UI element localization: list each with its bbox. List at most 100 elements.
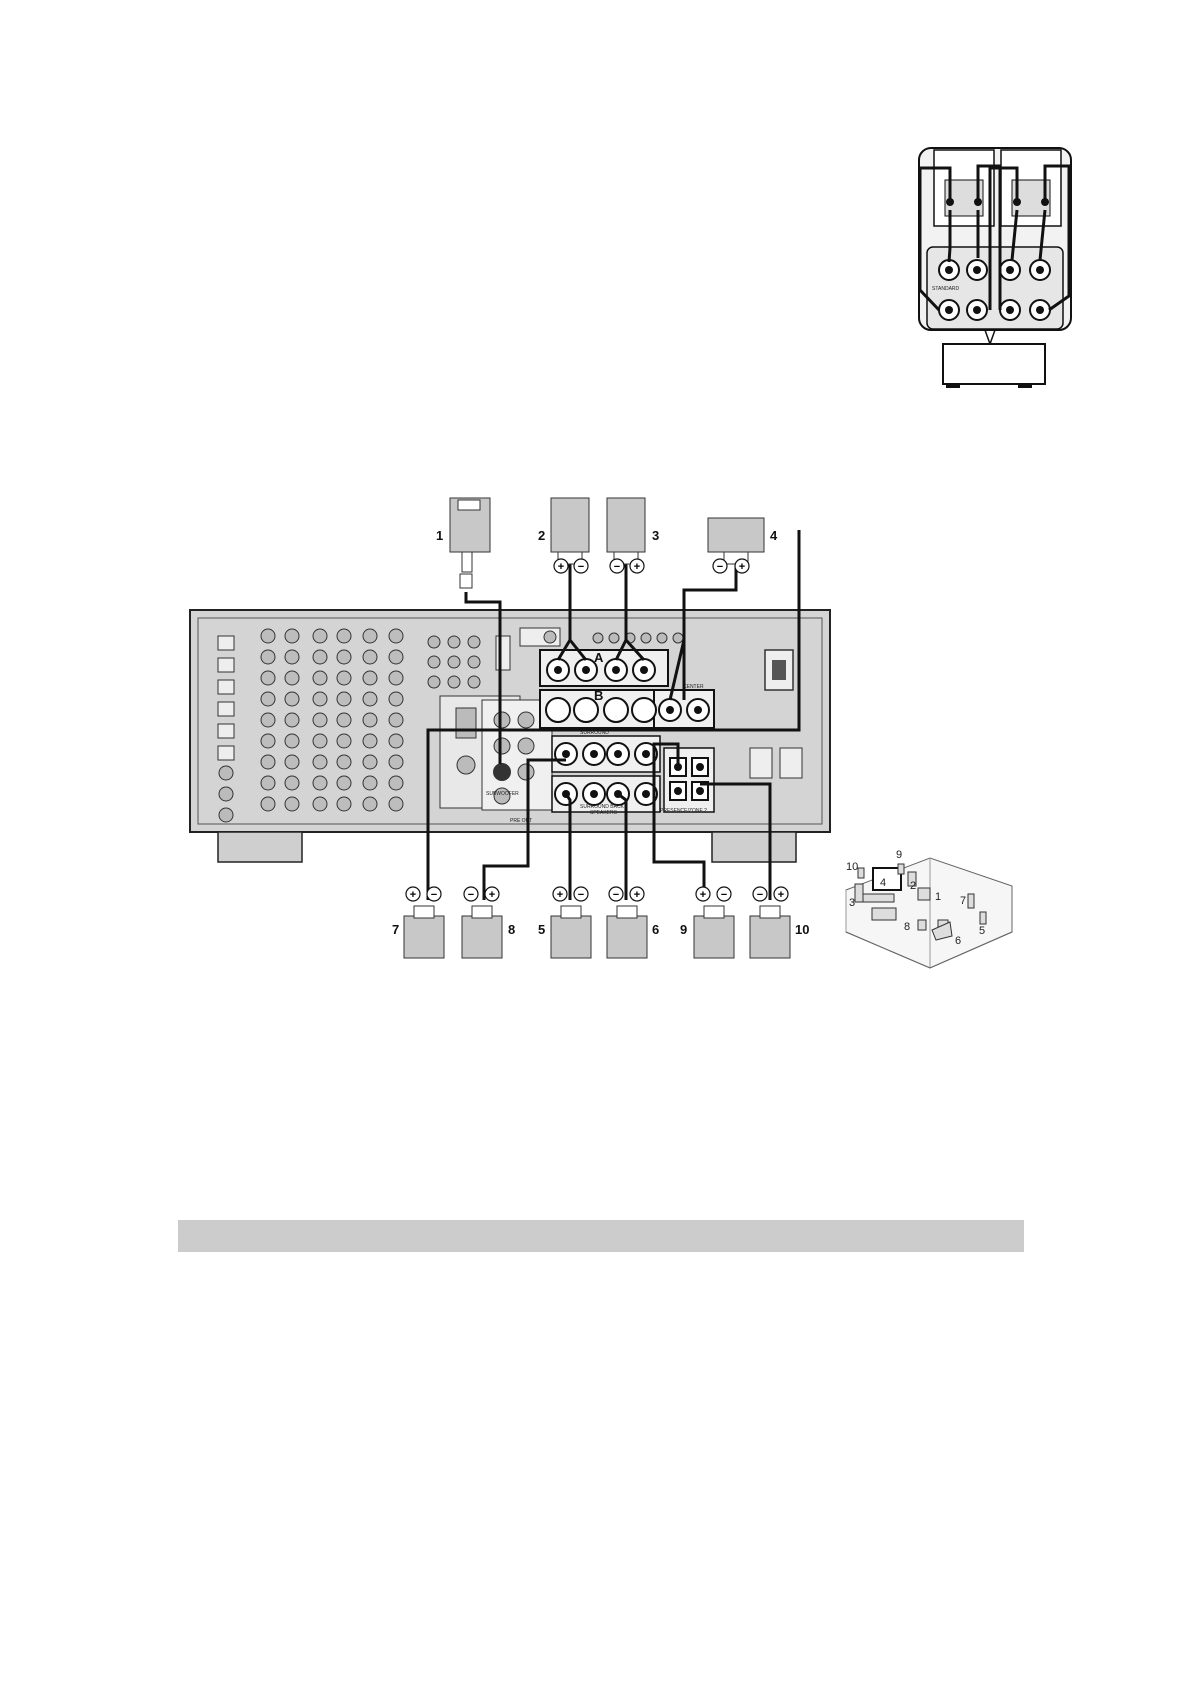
speaker-2: 2 — [538, 497, 590, 565]
polarity-minus: − — [717, 561, 723, 573]
polarity-minus: − — [757, 889, 763, 901]
front-b-label: B — [594, 688, 603, 703]
rca-jack — [312, 712, 328, 728]
polarity-circle — [695, 886, 711, 902]
rca-jack — [312, 796, 328, 812]
rca-jack — [260, 670, 276, 686]
polarity-minus: − — [468, 889, 474, 901]
standard-label: STANDARD — [932, 286, 960, 292]
polarity-circle — [752, 886, 768, 902]
rca-jack — [260, 712, 276, 728]
polarity-markers: +−−+−++−−++−−++−−+ — [405, 558, 789, 902]
rca-jack — [284, 754, 300, 770]
polarity-minus: − — [578, 889, 584, 901]
rca-jack — [362, 796, 378, 812]
room-4: 4 — [880, 877, 886, 889]
surround-label: SURROUND — [580, 730, 609, 736]
room-1: 1 — [935, 891, 941, 903]
rca-jack — [336, 733, 352, 749]
rca-jack — [284, 691, 300, 707]
rca-jack — [388, 628, 404, 644]
rca-jack — [388, 796, 404, 812]
polarity-plus: + — [557, 889, 563, 901]
rca-jack — [260, 649, 276, 665]
polarity-minus: − — [431, 889, 437, 901]
rca-jack — [362, 733, 378, 749]
speaker-7-number: 7 — [392, 922, 399, 937]
center-label: CENTER — [683, 684, 704, 690]
speaker-3-number: 3 — [652, 528, 659, 543]
front-a-label: A — [594, 650, 604, 665]
speaker-3: 3 — [606, 497, 659, 565]
polarity-plus: + — [558, 561, 564, 573]
polarity-circle — [629, 886, 645, 902]
speaker-9: 9 — [680, 905, 735, 959]
speaker-7: 7 — [392, 905, 445, 959]
polarity-circle — [608, 886, 624, 902]
rca-jack — [336, 712, 352, 728]
section-header-bar — [178, 1220, 1024, 1252]
rca-jack — [284, 628, 300, 644]
presence-label: PRESENCE/ZONE 2 — [660, 808, 707, 814]
rca-jack — [388, 670, 404, 686]
rca-jack — [336, 691, 352, 707]
speaker-4-number: 4 — [770, 528, 778, 543]
rca-jack — [388, 712, 404, 728]
bi-amp-inset: STANDARD — [918, 147, 1072, 388]
rca-jack — [388, 649, 404, 665]
rca-jack — [260, 775, 276, 791]
surround-back-label: SURROUND BACK — [580, 804, 625, 810]
rca-jack — [336, 796, 352, 812]
polarity-circle — [552, 886, 568, 902]
polarity-circle — [712, 558, 728, 574]
rca-jack — [336, 754, 352, 770]
rca-jack — [312, 754, 328, 770]
rca-jack — [362, 712, 378, 728]
rca-jack — [388, 691, 404, 707]
polarity-plus: + — [778, 889, 784, 901]
rca-jack — [336, 775, 352, 791]
speaker-10: 10 — [749, 905, 809, 959]
speaker-6: 6 — [606, 905, 659, 959]
speakers-label: SPEAKERS — [590, 810, 618, 816]
polarity-circle — [426, 886, 442, 902]
polarity-plus: + — [634, 561, 640, 573]
rca-jack — [388, 754, 404, 770]
speaker-10-number: 10 — [795, 922, 809, 937]
rca-jack — [312, 649, 328, 665]
polarity-minus: − — [613, 889, 619, 901]
rca-jack — [362, 754, 378, 770]
rca-jack — [260, 691, 276, 707]
rca-jack — [312, 628, 328, 644]
receiver-rear-panel: SUBWOOFER PRE OUT A B CENTER SURROUND SU… — [189, 609, 831, 863]
polarity-circle — [484, 886, 500, 902]
rca-jack — [388, 733, 404, 749]
rca-jack — [284, 796, 300, 812]
polarity-plus: + — [489, 889, 495, 901]
room-9: 9 — [896, 849, 902, 861]
polarity-plus: + — [634, 889, 640, 901]
rca-jack — [260, 796, 276, 812]
room-layout: 1 2 3 4 5 6 7 8 9 10 — [845, 849, 1013, 969]
rca-jack — [362, 775, 378, 791]
polarity-circle — [573, 886, 589, 902]
speaker-5: 5 — [538, 905, 592, 959]
rca-jack — [312, 691, 328, 707]
polarity-circle — [734, 558, 750, 574]
rca-jack — [362, 670, 378, 686]
speaker-5-number: 5 — [538, 922, 545, 937]
room-7: 7 — [960, 895, 966, 907]
rca-jack — [260, 754, 276, 770]
speaker-1: 1 — [436, 497, 491, 589]
room-10: 10 — [846, 861, 858, 873]
polarity-circle — [573, 558, 589, 574]
polarity-circle — [609, 558, 625, 574]
room-8: 8 — [904, 921, 910, 933]
rca-jack — [362, 628, 378, 644]
polarity-minus: − — [721, 889, 727, 901]
rca-jack — [336, 670, 352, 686]
room-5: 5 — [979, 925, 985, 937]
rca-jack — [388, 775, 404, 791]
speaker-6-number: 6 — [652, 922, 659, 937]
polarity-plus: + — [410, 889, 416, 901]
